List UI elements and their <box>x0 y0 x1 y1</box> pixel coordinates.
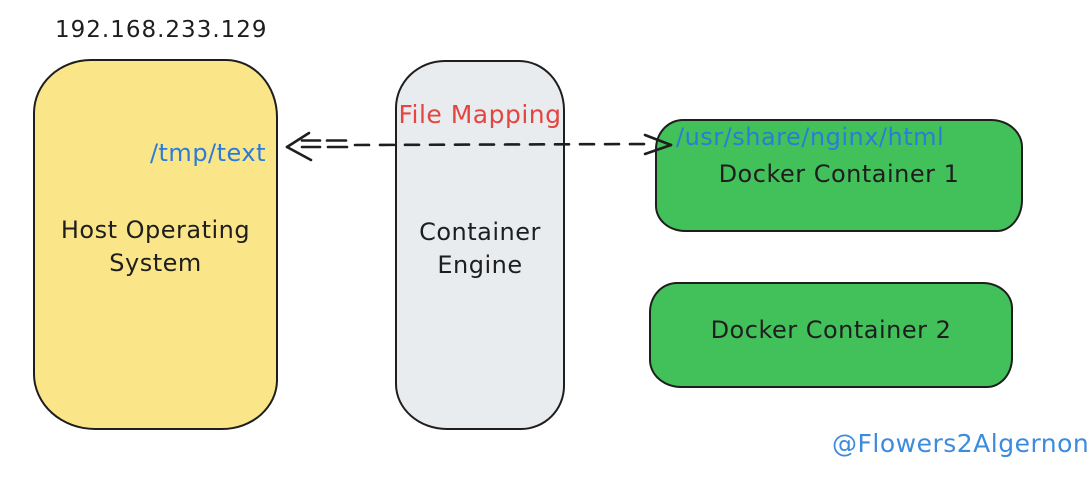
docker-container-1-box <box>655 119 1023 232</box>
file-mapping-label: File Mapping <box>398 100 562 129</box>
container-engine-label: Container Engine <box>419 218 541 279</box>
docker-container-1-label: Docker Container 1 <box>718 160 960 188</box>
container-mount-path: /usr/share/nginx/html <box>676 123 945 151</box>
container-engine-box <box>395 60 565 430</box>
docker-container-2-box <box>649 282 1013 388</box>
host-mount-path: /tmp/text <box>149 139 266 167</box>
arrowhead-left <box>285 131 311 149</box>
docker-container-2-label: Docker Container 2 <box>710 316 952 344</box>
host-os-box <box>33 59 278 430</box>
host-os-label: Host Operating System <box>60 216 251 277</box>
attribution-handle: @Flowers2Algernon <box>832 429 1090 458</box>
host-ip-label: 192.168.233.129 <box>55 17 268 43</box>
